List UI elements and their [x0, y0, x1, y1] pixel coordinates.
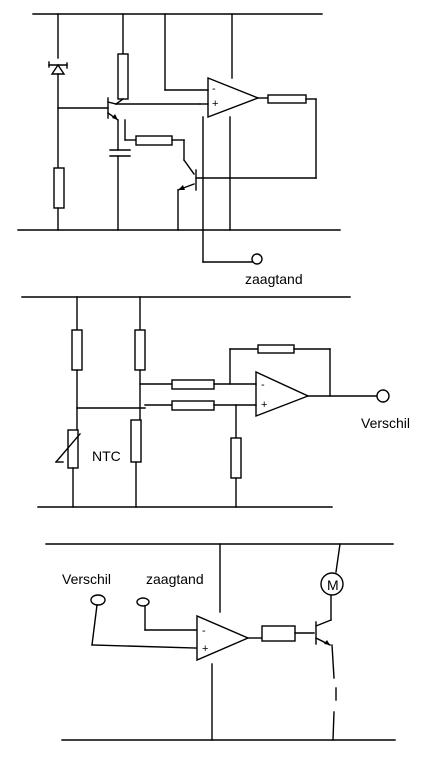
opamp-1-plus: +: [212, 98, 218, 110]
opamp-1-triangle: [207, 76, 260, 119]
resistor-r9: [171, 400, 215, 411]
resistor-r4: [267, 94, 307, 104]
resistor-r7: [130, 419, 142, 463]
zener-branch: [48, 13, 109, 231]
input-terminal-verschil: [90, 594, 106, 606]
inputs: Verschil zaagtand: [62, 571, 204, 649]
opamp-1: - +: [164, 13, 317, 231]
opamp-2-plus: +: [261, 399, 267, 411]
input-terminal-zaagtand: [136, 597, 150, 607]
reference-divider: [130, 296, 173, 508]
circuit-2-difference-amplifier: NTC - +: [21, 296, 410, 508]
resistor-r1: [53, 167, 65, 209]
opamp-1-minus: -: [212, 83, 216, 95]
transistor-q1: [107, 13, 201, 231]
opamp-2: - + Verschil: [144, 344, 410, 508]
resistor-r8: [171, 379, 215, 390]
circuit-1-sawtooth-generator: - + zaagtand: [17, 13, 341, 287]
comparator: - +: [196, 543, 315, 741]
ntc-divider: NTC: [55, 296, 146, 508]
comparator-triangle: [196, 614, 250, 662]
resistor-base: [261, 625, 296, 642]
label-verschil-input: Verschil: [62, 571, 111, 587]
resistor-r2: [117, 53, 129, 100]
resistor-r3: [135, 135, 173, 146]
resistor-feedback: [257, 344, 295, 354]
transistor-q2: zaagtand: [177, 116, 303, 287]
output-terminal-zaagtand: [251, 253, 263, 265]
opamp-2-minus: -: [261, 379, 265, 391]
label-ntc: NTC: [92, 448, 121, 464]
resistor-r10: [230, 437, 242, 479]
comparator-plus: +: [202, 643, 208, 655]
output-terminal-verschil: [376, 389, 390, 403]
zener-diode-symbol: [50, 63, 66, 75]
label-verschil-output: Verschil: [361, 415, 410, 431]
circuit-3-motor-driver: Verschil zaagtand - + M: [45, 543, 396, 741]
ntc-thermistor: [67, 429, 79, 469]
opamp-2-triangle: [255, 370, 310, 418]
motor: [320, 572, 344, 596]
resistor-r6: [134, 329, 146, 371]
label-zaagtand: zaagtand: [245, 271, 303, 287]
ntc-diagonal: [55, 433, 81, 463]
resistor-r5: [71, 329, 83, 371]
label-zaagtand-input: zaagtand: [146, 571, 204, 587]
motor-symbol: M: [327, 577, 339, 593]
comparator-minus: -: [202, 625, 206, 637]
motor-driver: M: [315, 543, 344, 741]
